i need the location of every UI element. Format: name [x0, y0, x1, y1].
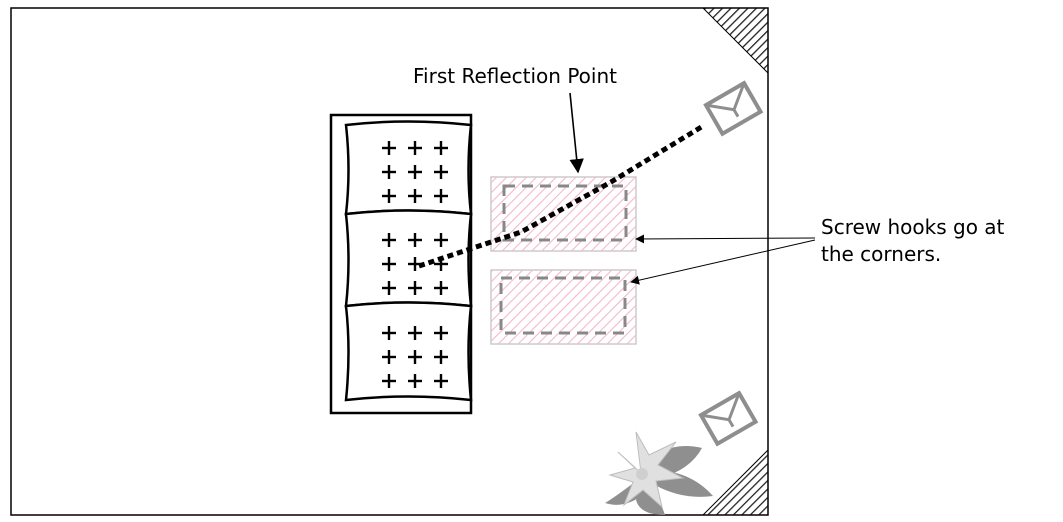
acoustic-panel: [490, 176, 637, 252]
screw-hooks-line-2: the corners.: [821, 242, 942, 266]
acoustic-panel: [490, 269, 637, 345]
screw-arrow: [630, 239, 816, 285]
reflection-path: [418, 123, 705, 269]
screw-hooks-line-1: Screw hooks go at: [821, 215, 1005, 239]
first-reflection-label: First Reflection Point: [413, 64, 617, 88]
couch-icon: [329, 113, 473, 415]
panel-dashed-outline: [502, 184, 628, 242]
panel-dashed-outline: [499, 276, 627, 335]
reflection-arrow: [569, 92, 584, 174]
speaker-icon: [703, 80, 764, 137]
screw-hooks-label: Screw hooks go at the corners.: [821, 214, 1004, 268]
bass-trap-icon: [701, 7, 769, 75]
speaker-icon: [698, 390, 759, 447]
plant-icon: [605, 431, 713, 515]
bass-trap-icon: [701, 448, 769, 516]
screw-arrow: [635, 234, 816, 244]
